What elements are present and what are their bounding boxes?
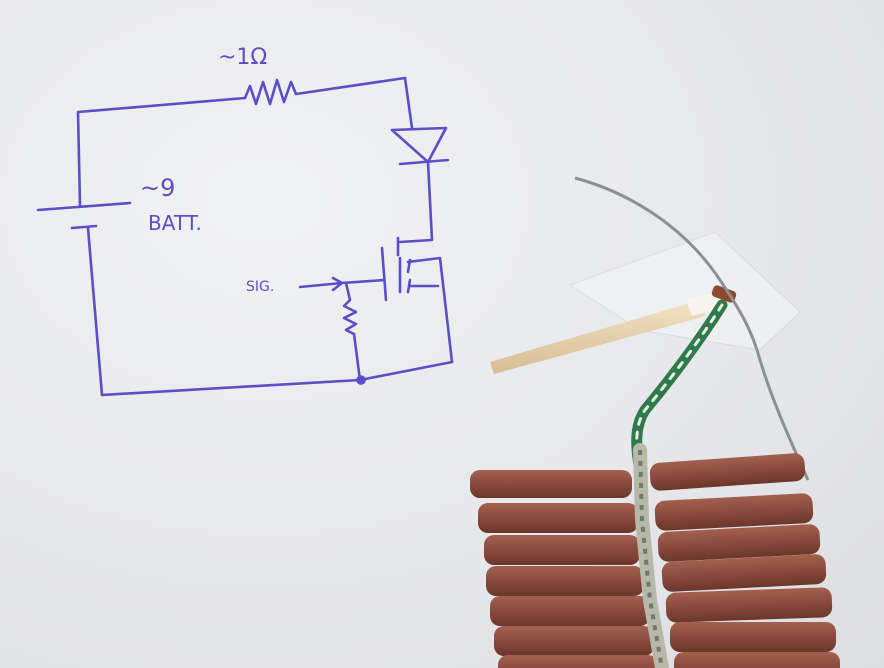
firecracker-tube <box>670 622 836 652</box>
firecracker-tube <box>665 587 833 623</box>
firecracker-tube <box>661 554 827 592</box>
firecracker-tube <box>674 652 840 668</box>
right-wire-mid <box>398 160 434 244</box>
battery-label-batt: BATT. <box>148 211 202 235</box>
battery-label-voltage: ~9 <box>140 174 175 202</box>
firecracker-tube <box>470 470 632 498</box>
bottom-wire <box>86 226 454 397</box>
firecracker-bundle <box>470 453 840 668</box>
battery-short-plate <box>70 224 98 230</box>
firecracker-tube <box>484 535 640 565</box>
pulldown-wire <box>344 281 352 302</box>
lead-wire <box>574 176 810 481</box>
mosfet-gate <box>380 246 388 302</box>
firecracker-tube <box>657 524 821 562</box>
junction-dot <box>356 375 366 385</box>
top-wire <box>76 96 247 207</box>
pulldown-resistor <box>342 298 358 336</box>
battery-long-plate <box>36 201 132 212</box>
right-wire-top <box>403 76 414 130</box>
firecracker-tube <box>486 566 644 596</box>
firecracker-tube <box>498 655 658 668</box>
firecracker-tube <box>490 596 650 626</box>
signal-arrow <box>298 276 386 292</box>
signal-label: SIG. <box>246 279 274 295</box>
firecracker-tube <box>649 453 806 491</box>
pulldown-to-ground <box>352 332 362 382</box>
firecracker-tube <box>494 626 654 656</box>
mosfet-source-right <box>406 256 454 364</box>
firecracker-tube <box>654 493 814 531</box>
resistor-label: ~1Ω <box>218 45 267 70</box>
resistor-symbol <box>243 76 407 106</box>
diode-symbol <box>390 126 450 166</box>
firecracker-tube <box>478 503 638 533</box>
